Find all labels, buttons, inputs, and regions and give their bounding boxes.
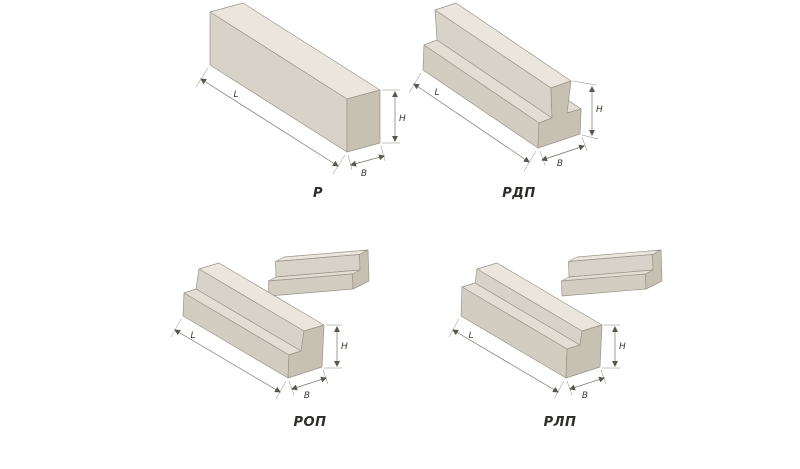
dim-label-length: L xyxy=(434,88,439,98)
extension-line xyxy=(347,154,353,171)
length-dimension-line xyxy=(174,329,281,393)
extension-line xyxy=(170,318,182,338)
extension-line xyxy=(408,72,422,94)
length-dimension-line xyxy=(200,78,339,167)
figure-caption-rdp: РДП xyxy=(502,186,536,201)
figure-caption-r: Р xyxy=(312,186,324,201)
extension-line xyxy=(553,380,565,400)
dim-label-height: H xyxy=(596,105,603,115)
beam-end-face xyxy=(565,324,603,379)
section-end-face xyxy=(645,249,663,290)
dim-label-width: B xyxy=(557,159,563,169)
length-dimension-line xyxy=(452,329,559,393)
dim-label-length: L xyxy=(468,331,473,341)
width-dimension-line xyxy=(541,144,585,162)
dim-label-length: L xyxy=(190,331,195,341)
width-dimension-line xyxy=(569,376,605,391)
beam-end-face xyxy=(537,80,582,149)
dim-label-width: B xyxy=(582,391,588,401)
section-end-face xyxy=(352,249,370,290)
extension-line xyxy=(572,80,597,86)
figure-rdp-drawing: L H B xyxy=(408,2,603,172)
extension-line xyxy=(523,150,537,172)
dim-label-width: B xyxy=(361,169,367,179)
extension-line xyxy=(332,154,346,175)
extension-line xyxy=(448,318,460,338)
beam-end-face xyxy=(287,324,325,379)
figure-rop-drawing: L H B xyxy=(170,249,370,401)
dim-label-height: H xyxy=(619,342,626,352)
dim-label-height: H xyxy=(341,342,348,352)
extension-line xyxy=(195,67,209,88)
extension-line xyxy=(539,150,546,166)
width-dimension-line xyxy=(350,154,385,167)
beam-end-face xyxy=(346,89,381,153)
extension-line xyxy=(288,380,295,396)
dim-label-length: L xyxy=(233,90,238,100)
extension-line xyxy=(380,145,386,162)
extension-line xyxy=(566,380,573,396)
figure-r-drawing: L H B xyxy=(195,2,406,179)
dim-label-height: H xyxy=(399,114,406,124)
extension-line xyxy=(581,134,599,140)
length-dimension-line xyxy=(413,83,530,163)
figure-caption-rlp: РЛП xyxy=(543,415,577,430)
figure-rlp-drawing: L H B xyxy=(448,249,663,401)
extension-line xyxy=(322,369,329,385)
width-dimension-line xyxy=(291,376,327,391)
figure-caption-rop: РОП xyxy=(293,415,327,430)
dim-label-width: B xyxy=(304,391,310,401)
extension-line xyxy=(275,380,287,400)
extension-line xyxy=(581,136,588,152)
extension-line xyxy=(600,369,607,385)
